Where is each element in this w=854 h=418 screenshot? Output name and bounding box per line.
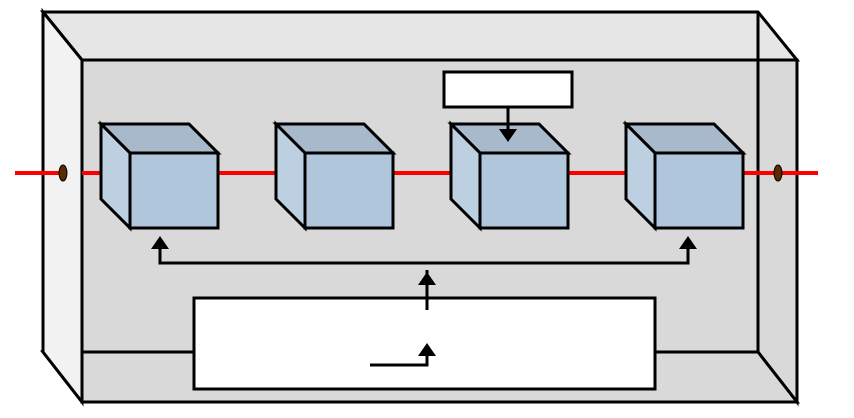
enclosure — [39, 7, 801, 407]
enclosure-top-face — [39, 10, 801, 62]
modulator-cube — [272, 120, 397, 232]
driver-inner-arrow-line — [370, 352, 429, 367]
fiber-port-icon — [773, 164, 783, 182]
modulator-cube — [97, 120, 222, 232]
arrowhead-up-icon — [151, 236, 169, 249]
modulator-cube — [622, 120, 747, 232]
cube-front-face — [128, 151, 220, 230]
top-box-group — [442, 70, 574, 142]
control-bus-line — [158, 240, 690, 265]
cube-front-face — [653, 151, 745, 230]
cube-front-face — [303, 151, 395, 230]
bottom-box-group — [192, 296, 657, 391]
cube-front-face — [478, 151, 570, 230]
modulator-cubes — [97, 120, 747, 232]
arrowhead-down-icon — [499, 129, 517, 142]
arrowhead-up-icon — [418, 343, 436, 356]
driver-box — [192, 296, 657, 391]
arrowhead-up-icon — [679, 236, 697, 249]
enclosure-left-face — [41, 7, 84, 407]
fiber-port-icon — [58, 164, 68, 182]
top-control-box — [442, 70, 574, 109]
enclosure-right-face — [756, 58, 799, 407]
control-arrows — [151, 236, 697, 285]
arrowhead-up-icon — [418, 272, 436, 285]
